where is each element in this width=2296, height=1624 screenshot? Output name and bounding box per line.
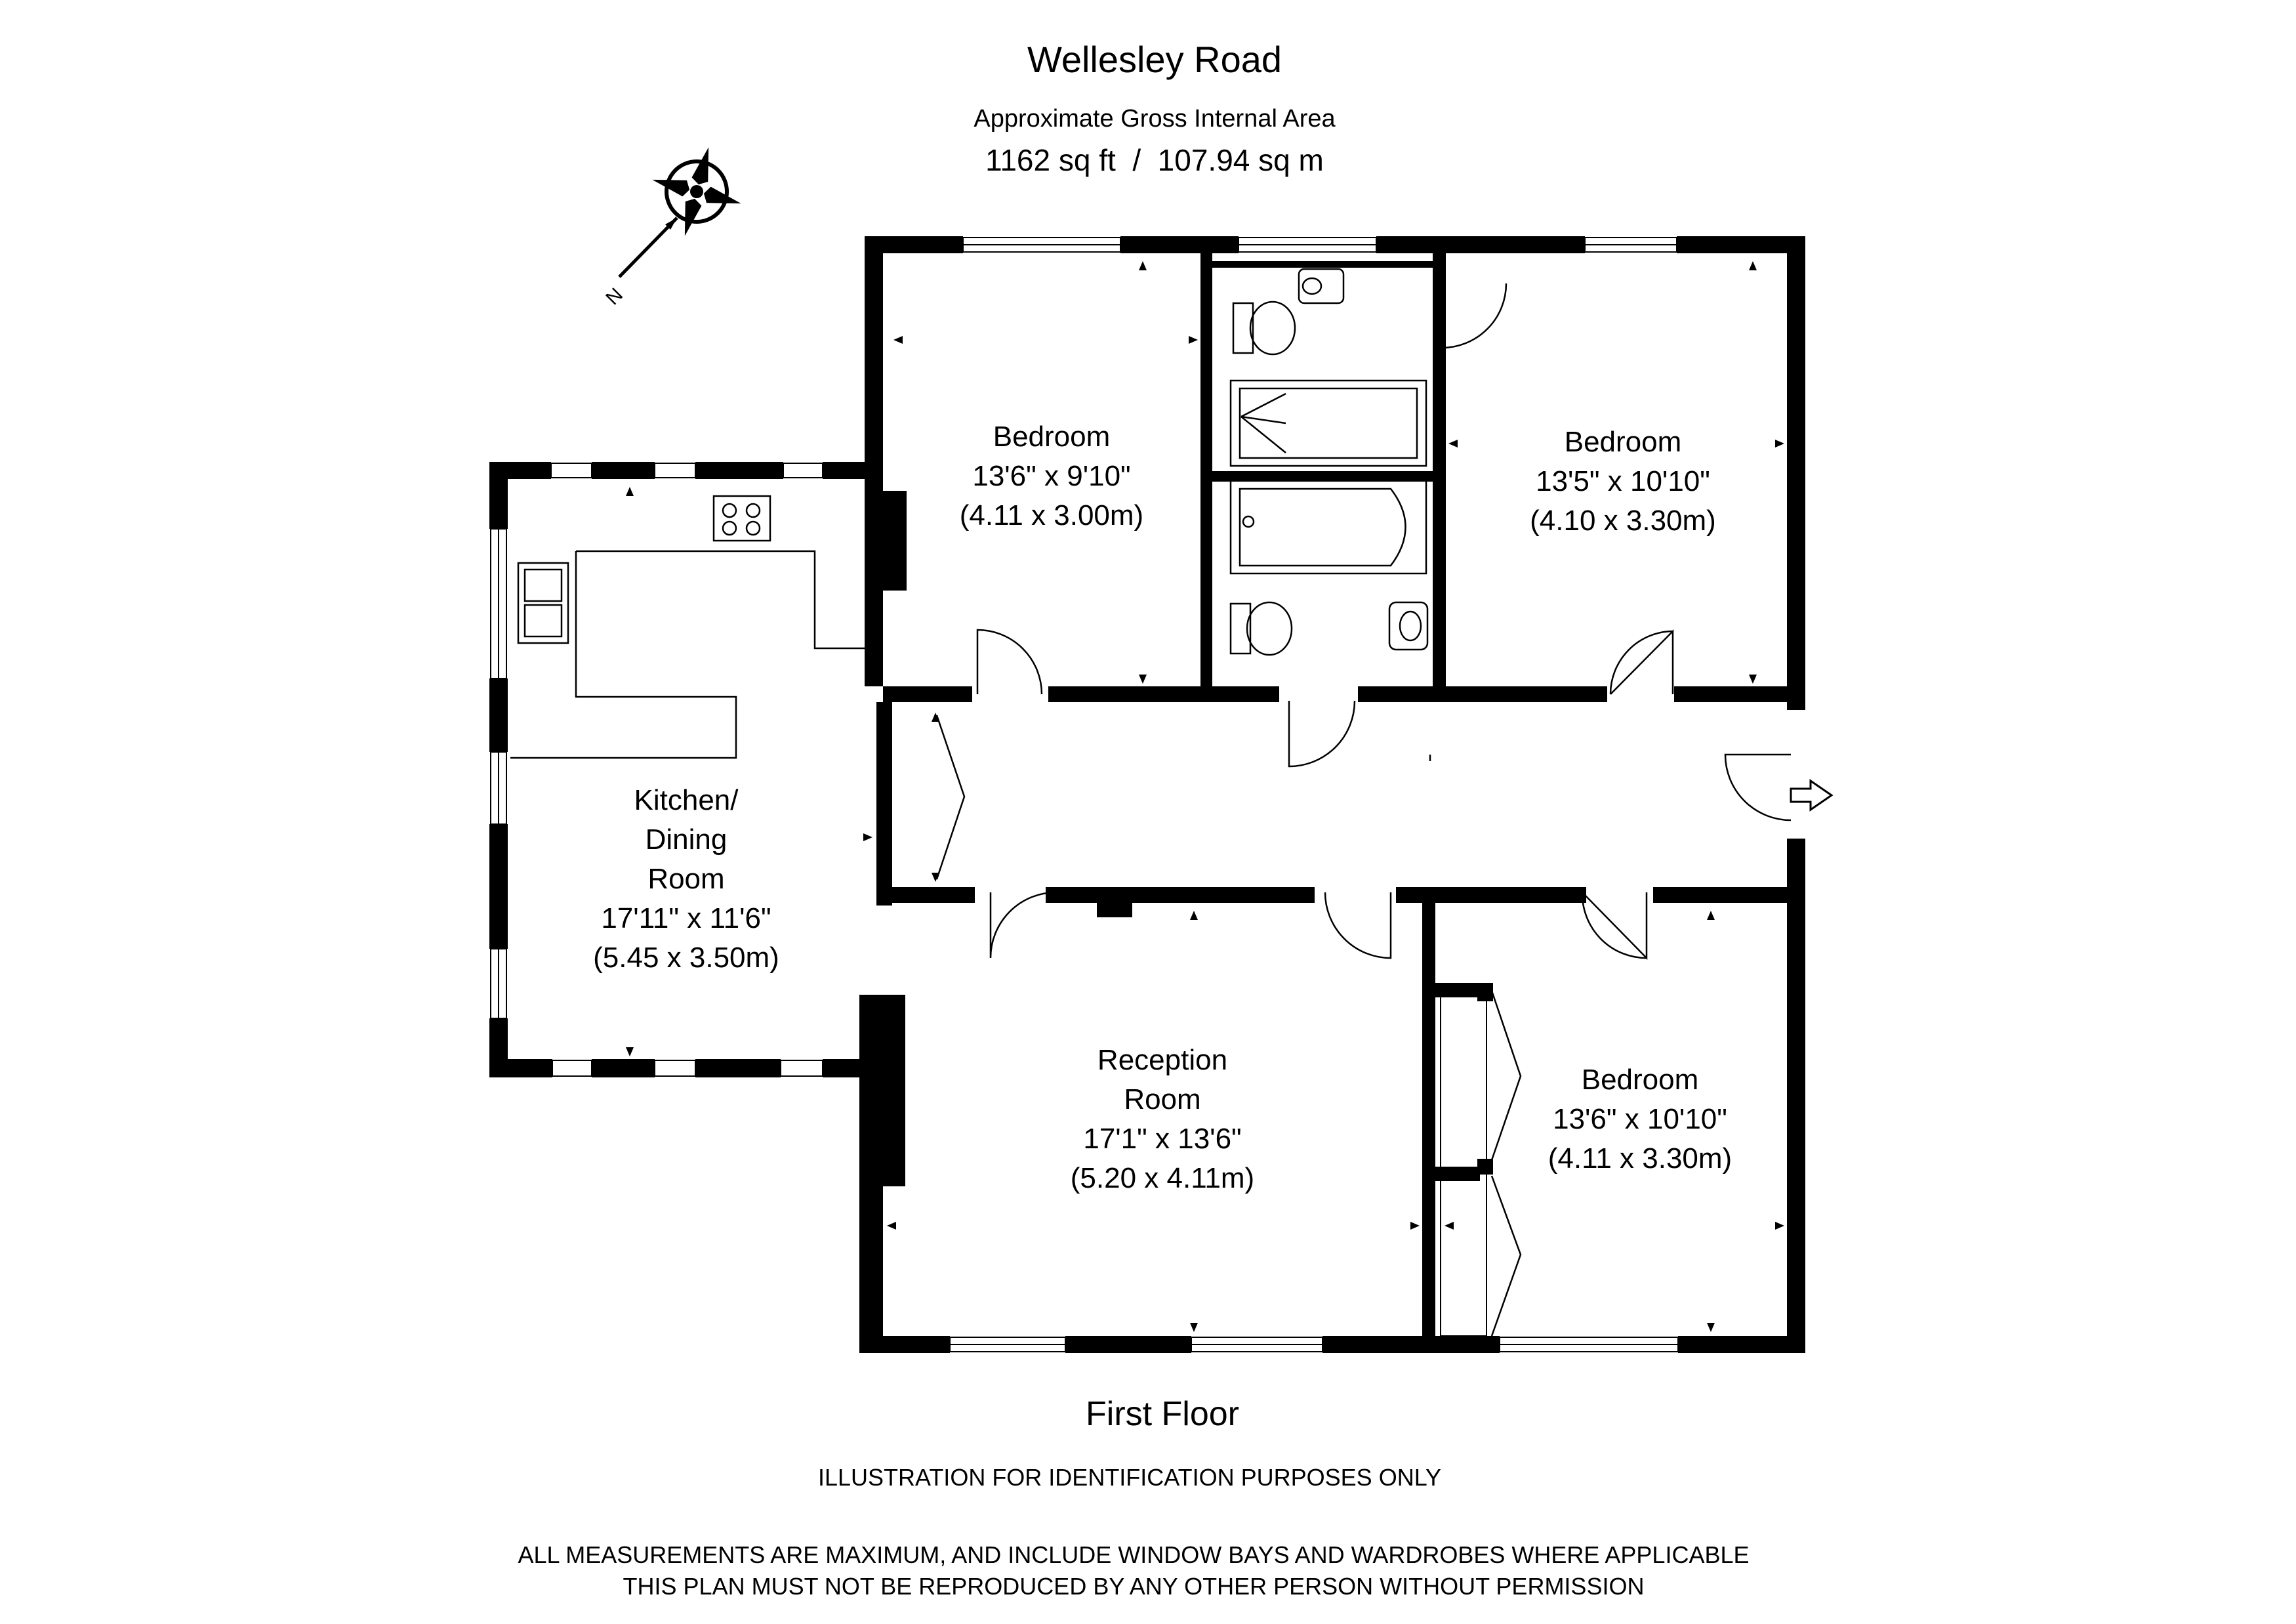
room-name-line-3: Room: [647, 863, 724, 895]
kitchen-counter-lower: [510, 551, 737, 759]
dimension-arrows: [626, 261, 1784, 1332]
kitchen-sink-icon: [517, 562, 569, 644]
room-dims-imperial: 13'6" x 10'10": [1553, 1103, 1727, 1135]
room-label-bedroom-2: Bedroom 13'5" x 10'10" (4.10 x 3.30m): [1530, 426, 1716, 537]
room-label-reception: Reception Room 17'1" x 13'6" (5.20 x 4.1…: [1071, 1044, 1254, 1194]
wardrobe-doors-lower: [1490, 1175, 1522, 1337]
plan-subtitle: Approximate Gross Internal Area: [974, 105, 1336, 133]
bathroom-fixtures-upper: [1229, 268, 1427, 467]
room-dims-metric: (5.45 x 3.50m): [593, 942, 779, 974]
compass-north-label: N: [601, 283, 626, 309]
room-dims-metric: (5.20 x 4.11m): [1071, 1162, 1254, 1194]
room-name: Bedroom: [993, 421, 1111, 453]
room-name-line-2: Dining: [646, 823, 728, 856]
room-name-line-2: Room: [1124, 1083, 1200, 1115]
room-label-kitchen: Kitchen/ Dining Room 17'11" x 11'6" (5.4…: [593, 784, 779, 974]
wardrobe-doors-upper: [1490, 990, 1522, 1161]
floor-label: First Floor: [1086, 1395, 1239, 1433]
room-name-line-1: Reception: [1097, 1044, 1227, 1076]
room-label-bedroom-1: Bedroom 13'6" x 9'10" (4.11 x 3.00m): [960, 421, 1143, 531]
room-dims-imperial: 13'6" x 9'10": [972, 460, 1130, 492]
hob-icon: [712, 495, 771, 542]
windows: [490, 237, 1679, 1352]
room-dims-metric: (4.11 x 3.00m): [960, 499, 1143, 531]
walls: [489, 236, 1805, 1353]
room-dims-imperial: 17'11" x 11'6": [601, 902, 771, 934]
room-dims-metric: (4.11 x 3.30m): [1548, 1142, 1732, 1175]
room-name: Bedroom: [1565, 426, 1682, 458]
kitchen-counter: [576, 550, 872, 650]
compass-rose-icon: [618, 147, 741, 278]
disclaimer-reproduction: THIS PLAN MUST NOT BE REPRODUCED BY ANY …: [623, 1573, 1645, 1600]
disclaimer-identification: ILLUSTRATION FOR IDENTIFICATION PURPOSES…: [818, 1464, 1441, 1491]
room-dims-imperial: 17'1" x 13'6": [1083, 1123, 1241, 1155]
plan-title: Wellesley Road: [1027, 39, 1282, 80]
door-swings: [976, 283, 1792, 961]
plan-area: 1162 sq ft / 107.94 sq m: [985, 143, 1324, 177]
room-dims-metric: (4.10 x 3.30m): [1530, 505, 1716, 537]
room-name-line-1: Kitchen/: [634, 784, 739, 816]
entrance-arrow-icon: [1790, 779, 1834, 812]
bathroom-fixtures-lower: [1229, 479, 1429, 656]
room-name: Bedroom: [1582, 1064, 1699, 1096]
hall-cupboard-doors: [935, 715, 966, 880]
disclaimer-measurements: ALL MEASUREMENTS ARE MAXIMUM, AND INCLUD…: [518, 1541, 1749, 1568]
room-dims-imperial: 13'5" x 10'10": [1536, 465, 1710, 497]
room-label-bedroom-3: Bedroom 13'6" x 10'10" (4.11 x 3.30m): [1548, 1064, 1732, 1175]
